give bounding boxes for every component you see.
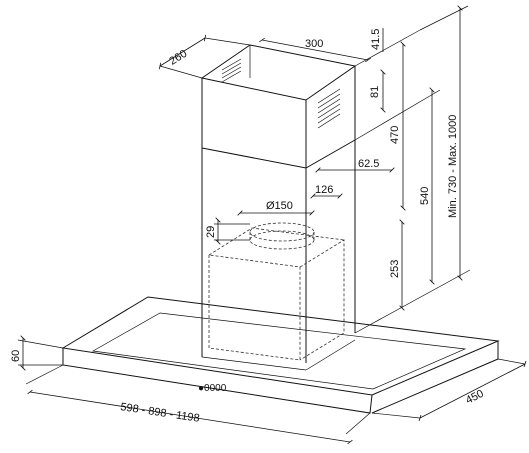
dim-chimney-depth: 260 bbox=[160, 38, 251, 79]
dim-canopy-depth: 450 bbox=[371, 358, 525, 418]
dim-offset-126: 126 bbox=[313, 184, 340, 196]
dim-label-450: 450 bbox=[464, 388, 486, 407]
dim-label-60: 60 bbox=[10, 350, 22, 362]
vent-slots-front bbox=[317, 88, 341, 129]
dim-outlet-diameter: Ø150 bbox=[240, 200, 312, 213]
dim-label-540: 540 bbox=[419, 187, 431, 205]
dim-collar-height: 29 bbox=[205, 220, 250, 242]
dim-top-offset: 41.5 bbox=[370, 28, 384, 52]
canopy bbox=[61, 296, 500, 414]
dim-label-62-5: 62.5 bbox=[358, 158, 379, 170]
dim-lower-height: 253 bbox=[354, 222, 471, 334]
dim-label-126: 126 bbox=[315, 184, 333, 196]
dim-label-41-5: 41.5 bbox=[370, 29, 382, 50]
dim-label-470: 470 bbox=[389, 126, 401, 144]
dim-canopy-width: 598 - 898 - 1198 bbox=[25, 364, 371, 442]
dim-label-253: 253 bbox=[389, 260, 401, 278]
control-panel-label: ●0000 bbox=[198, 383, 227, 394]
dim-label-29: 29 bbox=[205, 226, 217, 238]
dim-label-300: 300 bbox=[305, 38, 323, 50]
dim-total-height: Min. 730 - Max. 1000 bbox=[419, 6, 469, 278]
dim-vent-height: 81 bbox=[369, 72, 383, 110]
dim-height-540: 540 bbox=[354, 90, 441, 282]
motor-housing-hidden bbox=[208, 222, 345, 361]
dim-canopy-thickness: 60 bbox=[10, 338, 64, 368]
vent-slots-side bbox=[221, 58, 242, 83]
chimney bbox=[200, 44, 357, 371]
dim-label-81: 81 bbox=[369, 86, 381, 98]
dim-label-canopy-width: 598 - 898 - 1198 bbox=[120, 401, 201, 425]
dim-offset-62-5: 62.5 bbox=[318, 158, 392, 170]
dim-label-d150: Ø150 bbox=[266, 200, 293, 212]
dim-label-total-height: Min. 730 - Max. 1000 bbox=[447, 115, 459, 218]
dim-label-260: 260 bbox=[167, 48, 189, 68]
dim-chimney-width: 300 bbox=[262, 38, 368, 60]
dim-chimney-height: 470 bbox=[354, 29, 421, 208]
